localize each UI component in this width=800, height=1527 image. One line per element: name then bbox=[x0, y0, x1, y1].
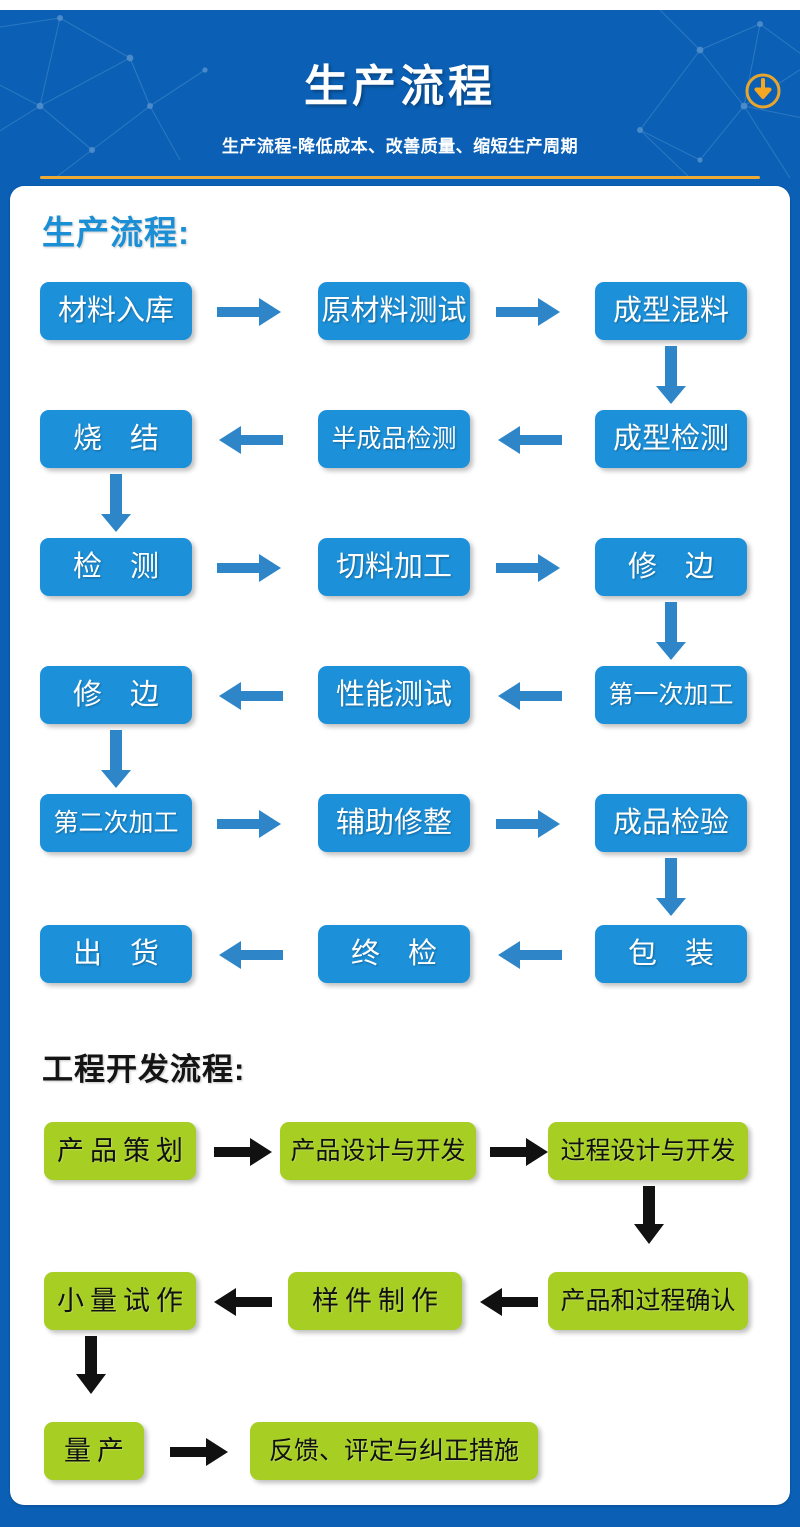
arrow-left-g2b bbox=[478, 1287, 540, 1317]
node-process-design-development[interactable]: 过程设计与开发 bbox=[548, 1122, 748, 1180]
arrow-left-g2a bbox=[212, 1287, 274, 1317]
node-product-planning[interactable]: 产品策划 bbox=[44, 1122, 196, 1180]
arrow-right-r5a bbox=[215, 809, 285, 839]
arrow-down-r2 bbox=[100, 472, 132, 534]
arrow-down-r1 bbox=[655, 344, 687, 406]
arrow-right-g1a bbox=[212, 1137, 274, 1167]
header-divider bbox=[40, 176, 760, 179]
arrow-left-r4a bbox=[215, 681, 285, 711]
node-material-inbound[interactable]: 材料入库 bbox=[40, 282, 192, 340]
node-final-product-inspection[interactable]: 成品检验 bbox=[595, 794, 747, 852]
node-final-check[interactable]: 终 检 bbox=[318, 925, 470, 983]
node-small-batch-trial[interactable]: 小量试作 bbox=[44, 1272, 196, 1330]
node-packaging[interactable]: 包 装 bbox=[595, 925, 747, 983]
node-product-design-development[interactable]: 产品设计与开发 bbox=[280, 1122, 476, 1180]
node-feedback-assessment-corrective[interactable]: 反馈、评定与纠正措施 bbox=[250, 1422, 538, 1480]
node-second-machining[interactable]: 第二次加工 bbox=[40, 794, 192, 852]
arrow-down-g1 bbox=[633, 1184, 665, 1246]
arrow-left-r2a bbox=[215, 425, 285, 455]
arrow-right-r1a bbox=[215, 297, 285, 327]
arrow-down-r3 bbox=[655, 600, 687, 662]
node-sample-making[interactable]: 样件制作 bbox=[288, 1272, 462, 1330]
page-title: 生产流程 bbox=[304, 62, 496, 111]
node-sintering[interactable]: 烧 结 bbox=[40, 410, 192, 468]
arrow-left-r6b bbox=[494, 940, 564, 970]
arrow-left-r4b bbox=[494, 681, 564, 711]
node-auxiliary-finishing[interactable]: 辅助修整 bbox=[318, 794, 470, 852]
section-title-engineering: 工程开发流程: bbox=[42, 1052, 246, 1087]
page-header: 生产流程 生产流程-降低成本、改善质量、缩短生产周期 bbox=[0, 10, 800, 178]
node-forming-inspection[interactable]: 成型检测 bbox=[595, 410, 747, 468]
arrow-right-g1b bbox=[488, 1137, 550, 1167]
arrow-left-r6a bbox=[215, 940, 285, 970]
arrow-down-g2 bbox=[75, 1334, 107, 1396]
node-first-machining[interactable]: 第一次加工 bbox=[595, 666, 747, 724]
node-product-process-validation[interactable]: 产品和过程确认 bbox=[548, 1272, 748, 1330]
arrow-down-r5 bbox=[655, 856, 687, 918]
arrow-right-r3a bbox=[215, 553, 285, 583]
node-forming-mixing[interactable]: 成型混料 bbox=[595, 282, 747, 340]
node-cutting-process[interactable]: 切料加工 bbox=[318, 538, 470, 596]
node-shipment[interactable]: 出 货 bbox=[40, 925, 192, 983]
node-trimming-2[interactable]: 修 边 bbox=[40, 666, 192, 724]
node-inspection[interactable]: 检 测 bbox=[40, 538, 192, 596]
top-white-strip bbox=[0, 0, 800, 10]
node-semifinished-inspection[interactable]: 半成品检测 bbox=[318, 410, 470, 468]
network-pattern-decoration bbox=[0, 10, 800, 178]
node-trimming-1[interactable]: 修 边 bbox=[595, 538, 747, 596]
arrow-right-g3a bbox=[168, 1437, 230, 1467]
arrow-left-r2b bbox=[494, 425, 564, 455]
node-mass-production[interactable]: 量产 bbox=[44, 1422, 144, 1480]
arrow-right-r5b bbox=[494, 809, 564, 839]
page-subtitle: 生产流程-降低成本、改善质量、缩短生产周期 bbox=[221, 137, 579, 156]
arrow-right-r1b bbox=[494, 297, 564, 327]
node-performance-test[interactable]: 性能测试 bbox=[318, 666, 470, 724]
arrow-right-r3b bbox=[494, 553, 564, 583]
node-raw-material-test[interactable]: 原材料测试 bbox=[318, 282, 470, 340]
download-circle-icon[interactable] bbox=[744, 72, 782, 110]
arrow-down-r4 bbox=[100, 728, 132, 790]
section-title-production: 生产流程: bbox=[42, 214, 190, 251]
